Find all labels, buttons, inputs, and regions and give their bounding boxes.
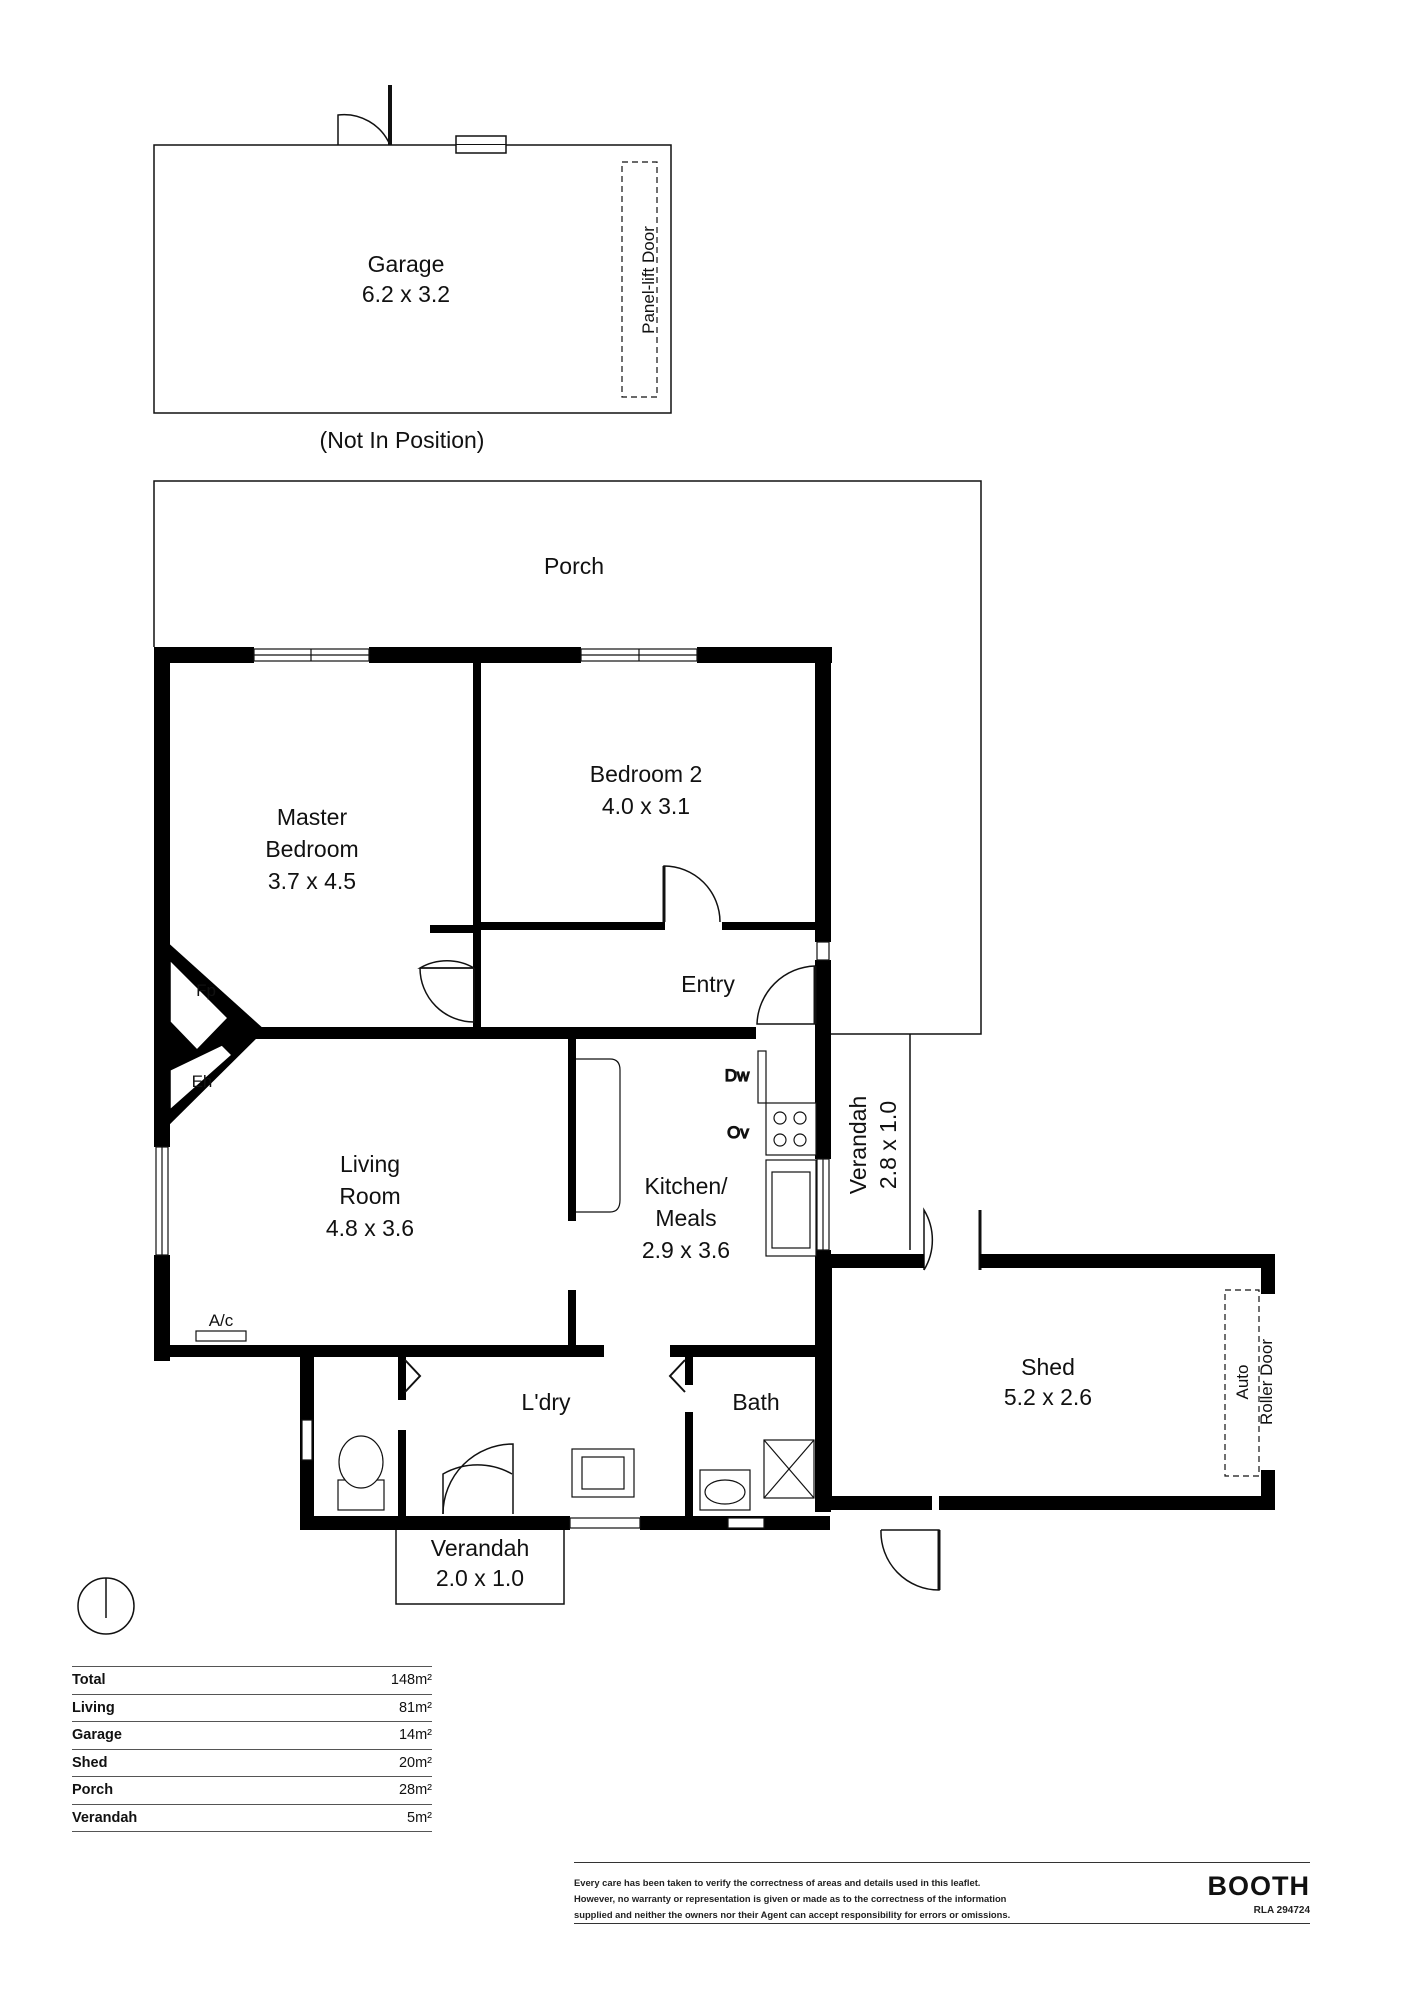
table-row: Shed 20m² — [72, 1748, 432, 1777]
kitchen-dims: 2.9 x 3.6 — [642, 1237, 730, 1263]
verandah-rear: Verandah 2.0 x 1.0 — [395, 1530, 565, 1605]
bath-name: Bath — [732, 1389, 779, 1415]
fireplace-block: Fp Eh — [154, 930, 265, 1140]
area-value: 20m² — [292, 1748, 432, 1777]
verandah-rear-name: Verandah — [431, 1535, 529, 1561]
house-walls — [154, 647, 832, 1530]
oven-cooktop — [765, 1102, 817, 1156]
rla-number: RLA 294724 — [1253, 1905, 1310, 1916]
kitchen-name-1: Kitchen/ — [644, 1173, 728, 1199]
area-value: 28m² — [292, 1776, 432, 1804]
garage: Panel-lift Door Garage 6.2 x 3.2 — [153, 85, 672, 414]
porch: Porch — [153, 480, 982, 1035]
north-arrow-icon — [77, 1577, 135, 1635]
table-row: Living 81m² — [72, 1693, 432, 1722]
panel-lift-door — [621, 161, 658, 398]
auto-roller-door-label-1: Auto — [1233, 1365, 1252, 1400]
verandah-rear-dims: 2.0 x 1.0 — [436, 1565, 524, 1591]
table-row: Porch 28m² — [72, 1776, 432, 1804]
verandah-side: Verandah 2.8 x 1.0 — [845, 1034, 911, 1250]
table-row: Garage 14m² — [72, 1721, 432, 1749]
disclaimer-line: Every care has been taken to verify the … — [574, 1877, 981, 1888]
shed: Auto Roller Door Shed 5.2 x 2.6 — [822, 1254, 1276, 1510]
toilet-bowl — [338, 1435, 384, 1489]
disclaimer: Every care has been taken to verify the … — [574, 1875, 1114, 1923]
area-value: 5m² — [292, 1803, 432, 1832]
master-bedroom-dims: 3.7 x 4.5 — [268, 868, 356, 894]
auto-roller-door-label-2: Roller Door — [1257, 1339, 1276, 1425]
garage-dims: 6.2 x 3.2 — [362, 281, 450, 307]
area-label: Shed — [72, 1748, 293, 1777]
verandah-side-dims: 2.8 x 1.0 — [875, 1101, 901, 1189]
area-value: 148m² — [292, 1666, 432, 1694]
area-label: Verandah — [72, 1803, 293, 1832]
area-value: 14m² — [292, 1721, 432, 1749]
bedroom2-dims: 4.0 x 3.1 — [602, 793, 690, 819]
footer: Every care has been taken to verify the … — [574, 1862, 1310, 1924]
fireplace-label: Fp — [196, 981, 216, 1000]
doors — [404, 865, 982, 1591]
area-value: 81m² — [292, 1693, 432, 1722]
entry-name: Entry — [681, 971, 735, 997]
shed-name: Shed — [1021, 1354, 1075, 1380]
table-row: Verandah 5m² — [72, 1803, 432, 1832]
master-bedroom-name-2: Bedroom — [265, 836, 358, 862]
wet-fixtures — [337, 1435, 815, 1511]
garage-note: (Not In Position) — [320, 427, 485, 453]
bedroom2-name: Bedroom 2 — [590, 761, 703, 787]
house-windows — [155, 648, 830, 1529]
dishwasher — [757, 1050, 767, 1104]
master-bedroom-name-1: Master — [277, 804, 348, 830]
oven-label: Ov — [727, 1123, 749, 1142]
living-room-name-1: Living — [340, 1151, 400, 1177]
aircon-unit — [195, 1330, 247, 1342]
kitchen-name-2: Meals — [655, 1205, 716, 1231]
area-table: Total 148m² Living 81m² Garage 14m² Shed… — [72, 1666, 432, 1832]
table-row: Total 148m² — [72, 1666, 432, 1694]
disclaimer-line: supplied and neither the owners nor thei… — [574, 1909, 1011, 1920]
garage-door-swing — [337, 113, 391, 146]
panel-lift-door-label: Panel-lift Door — [639, 226, 658, 334]
shed-dims: 5.2 x 2.6 — [1004, 1384, 1092, 1410]
heater-label: Eh — [192, 1072, 213, 1091]
verandah-side-name: Verandah — [845, 1096, 871, 1194]
area-label: Porch — [72, 1776, 293, 1804]
brand-logo: BOOTH — [1207, 1871, 1310, 1901]
aircon-label: A/c — [209, 1311, 234, 1330]
area-label: Garage — [72, 1721, 293, 1749]
laundry-name: L'dry — [521, 1389, 571, 1415]
kitchen-fixtures: Dw Ov — [576, 1050, 817, 1257]
disclaimer-line: However, no warranty or representation i… — [574, 1893, 1007, 1904]
porch-name: Porch — [544, 553, 604, 579]
area-label: Total — [72, 1666, 293, 1694]
garage-name: Garage — [368, 251, 445, 277]
living-room-name-2: Room — [339, 1183, 400, 1209]
area-label: Living — [72, 1693, 293, 1722]
dishwasher-label: Dw — [725, 1066, 750, 1085]
living-room-dims: 4.8 x 3.6 — [326, 1215, 414, 1241]
